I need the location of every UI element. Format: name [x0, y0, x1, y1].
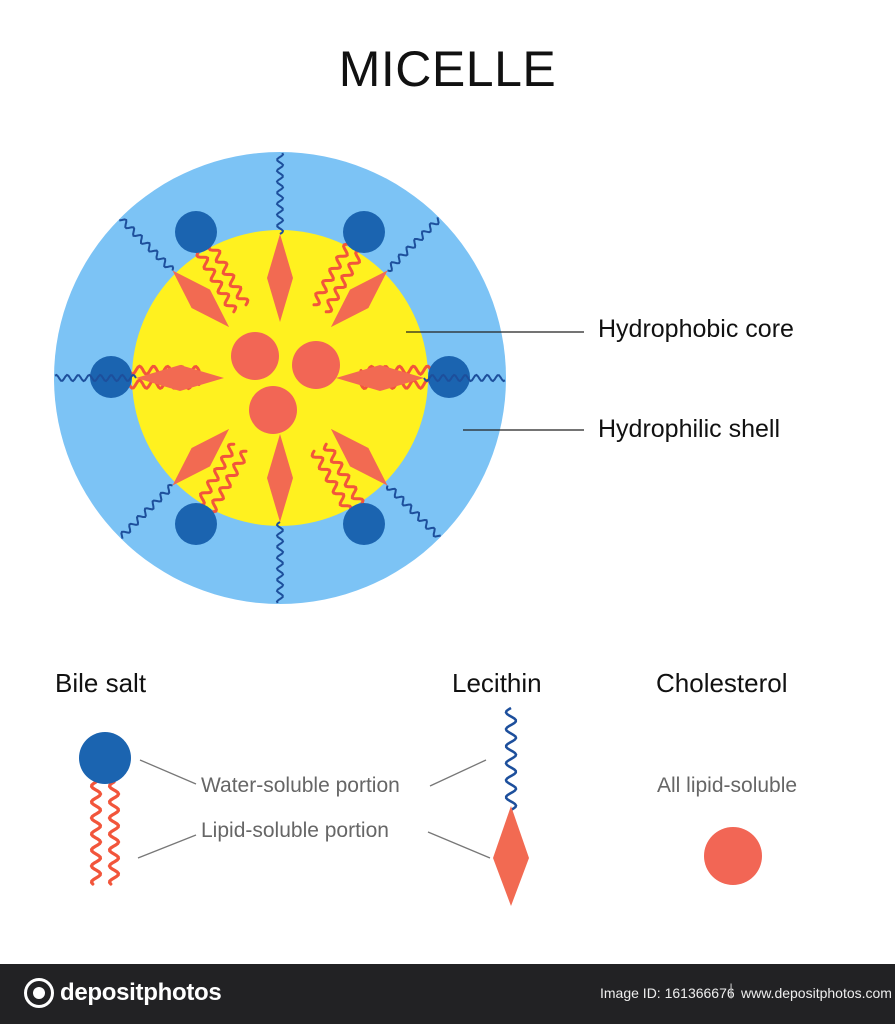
bile-salt-tail — [324, 249, 363, 314]
water-soluble-label: Water-soluble portion — [201, 774, 400, 797]
lecithin-water-tail — [119, 218, 175, 271]
lecithin-body — [267, 234, 293, 322]
bile-salt-tail — [310, 449, 353, 514]
website-text: www.depositphotos.com — [741, 985, 892, 1001]
bile-salt-head — [175, 211, 217, 253]
cholesterol-molecule — [231, 332, 279, 380]
bile-salt-heading: Bile salt — [55, 668, 147, 698]
lecithin-water-tail — [387, 217, 440, 273]
legend-illustrations — [79, 706, 762, 906]
lecithin-water-tail — [54, 373, 137, 383]
all-lipid-soluble-label: All lipid-soluble — [657, 774, 798, 797]
bile-salt-legend-tail — [89, 780, 103, 886]
hydrophobic-core-label: Hydrophobic core — [598, 315, 794, 343]
camera-lens-icon — [24, 978, 54, 1008]
lecithin-body — [136, 365, 224, 391]
leader-lines — [137, 331, 584, 859]
lecithin-water-tail — [120, 483, 173, 539]
lecithin-body — [336, 365, 424, 391]
bile-salt-legend-head — [79, 732, 131, 784]
bile-salt-legend-tail — [107, 780, 121, 886]
lecithin-water-tail — [423, 373, 506, 383]
hydrophilic-shell-label: Hydrophilic shell — [598, 415, 781, 443]
bile-salt-tail — [197, 442, 236, 507]
cholesterol-legend-circle — [704, 827, 762, 885]
bile-salt-tail — [209, 449, 248, 514]
bile-salt-head — [175, 503, 217, 545]
bile-lipid-leader — [137, 834, 197, 859]
page-title: MICELLE — [338, 41, 557, 97]
bile-salt-tail — [322, 442, 365, 507]
footer-logo-text: depositphotos — [60, 979, 222, 1006]
bile-salt-tail — [207, 242, 250, 307]
lecithin-water-leader — [429, 759, 487, 787]
lecithin-water-tail — [275, 521, 285, 604]
lecithin-body — [172, 428, 230, 486]
bile-salt-head — [343, 211, 385, 253]
lipid-soluble-label: Lipid-soluble portion — [201, 819, 389, 842]
cholesterol-molecule — [249, 386, 297, 434]
bile-salt-tail — [312, 242, 351, 307]
lecithin-heading: Lecithin — [452, 668, 542, 698]
image-id: Image ID: 161366676 — [600, 985, 735, 1001]
lecithin-body — [267, 434, 293, 522]
lecithin-body — [172, 270, 230, 328]
lecithin-body — [330, 270, 388, 328]
footer-separator: | — [729, 982, 734, 999]
bile-water-leader — [139, 759, 197, 785]
cholesterol-molecule — [292, 341, 340, 389]
lecithin-lipid-leader — [427, 831, 491, 859]
cholesterol-heading: Cholesterol — [656, 668, 788, 698]
footer-bar: depositphotos Image ID: 161366676 | www.… — [0, 964, 895, 1024]
lecithin-body — [330, 428, 388, 486]
lecithin-water-tail — [385, 485, 441, 538]
lecithin-legend-body — [493, 806, 529, 906]
lecithin-legend-tail — [504, 706, 518, 812]
bile-salt-tail — [195, 249, 238, 314]
bile-salt-head — [90, 356, 132, 398]
bile-salt-head — [343, 503, 385, 545]
bile-salt-head — [428, 356, 470, 398]
micelle — [54, 152, 506, 604]
lecithin-water-tail — [275, 152, 285, 235]
